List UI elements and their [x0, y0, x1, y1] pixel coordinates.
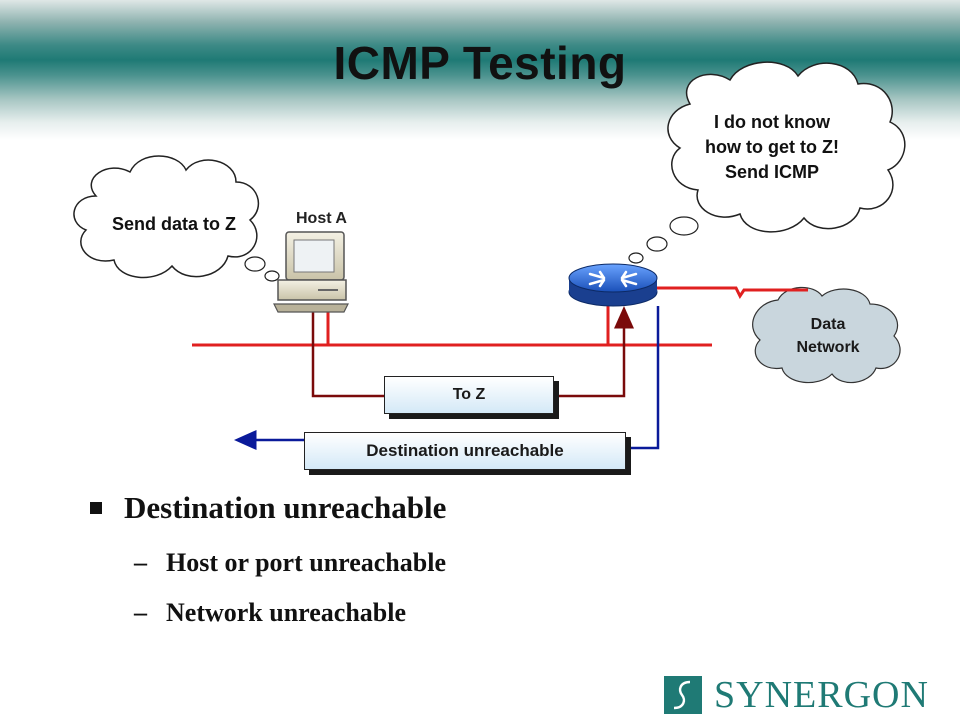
bullet-sub-text: Host or port unreachable [166, 548, 446, 577]
data-network-line: Network [796, 339, 860, 356]
bullet-square-icon [90, 501, 102, 514]
bullet-sub: –Network unreachable [134, 598, 406, 628]
bullet-sub-text: Network unreachable [166, 598, 407, 627]
data-network-line: Data [810, 316, 846, 333]
router-thought-line: how to get to Z! [705, 137, 839, 157]
request-path-right [552, 306, 634, 398]
synergon-logo: SYNERGON [664, 674, 946, 716]
host-label: Host A [296, 210, 347, 227]
bullet-main: Destination unreachable [90, 490, 446, 526]
bullet-dash: – [134, 548, 147, 577]
host-thought-text: Send data to Z [111, 214, 236, 234]
message-destination-unreachable-box: Destination unreachable [304, 432, 626, 470]
router-icon [568, 263, 658, 307]
router-thought-line: Send ICMP [724, 162, 819, 182]
logo-mark-icon [664, 676, 702, 714]
request-path-left [311, 312, 384, 398]
reply-path-right [630, 306, 660, 450]
message-to-z-box: To Z [384, 376, 554, 414]
host-thought-cloud [73, 155, 280, 282]
router-thought-cloud [628, 61, 906, 264]
router-thought-text: I do not know how to get to Z! Send ICMP [676, 110, 868, 185]
wan-link [656, 286, 808, 299]
slide-title: ICMP Testing [333, 37, 627, 89]
bullet-sub: –Host or port unreachable [134, 548, 446, 578]
logo-text: SYNERGON [714, 674, 929, 716]
router-thought-line: I do not know [714, 112, 830, 132]
data-network-cloud [752, 286, 901, 384]
bullet-dash: – [134, 598, 147, 627]
bullet-main-text: Destination unreachable [124, 490, 447, 525]
data-network-label: Data Network [768, 313, 888, 359]
host-computer-icon [273, 231, 349, 313]
